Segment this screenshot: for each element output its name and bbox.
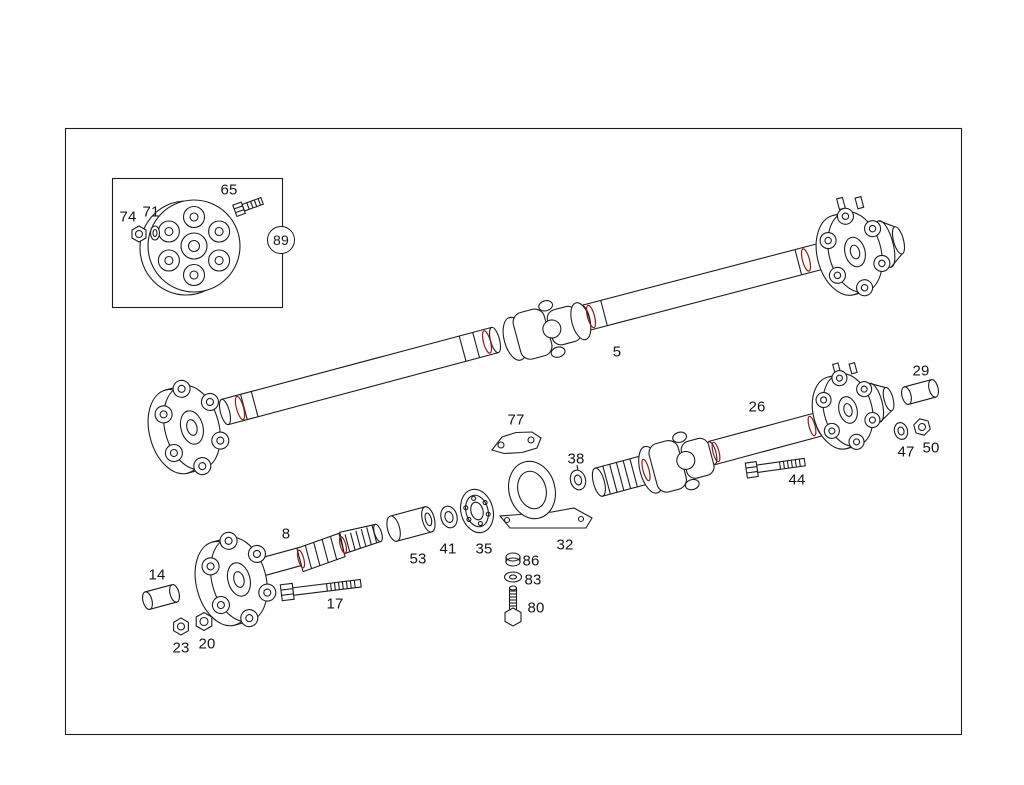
upper-left-flex-disc (147, 379, 230, 476)
upper-right-flange-disc (815, 195, 906, 297)
ring-38 (569, 464, 587, 491)
part-callout-29[interactable]: 29 (912, 362, 930, 380)
part-callout-5[interactable]: 5 (612, 343, 622, 361)
bolt-80 (504, 585, 522, 627)
nut-20 (195, 611, 213, 632)
part-callout-32[interactable]: 32 (556, 536, 574, 554)
part-callout-44[interactable]: 44 (788, 471, 806, 489)
upper-driveshaft (147, 195, 906, 476)
washer-71 (149, 225, 161, 241)
washer-41 (440, 505, 458, 529)
part-callout-47[interactable]: 47 (897, 443, 915, 461)
red-accent-marks (234, 248, 817, 569)
washer-47 (893, 422, 909, 440)
part-callout-74[interactable]: 74 (119, 208, 137, 226)
washer-83 (503, 571, 523, 583)
part-callout-71[interactable]: 71 (142, 203, 160, 221)
nut-50 (913, 418, 931, 436)
part-callout-23[interactable]: 23 (172, 639, 190, 657)
flex-disc-face-view (139, 199, 241, 296)
part-callout-83[interactable]: 83 (524, 571, 542, 589)
part-callout-17[interactable]: 17 (326, 595, 344, 613)
universal-joint-lower (638, 431, 715, 494)
part-callout-80[interactable]: 80 (527, 599, 545, 617)
part-callout-53[interactable]: 53 (409, 550, 427, 568)
part-callout-38[interactable]: 38 (567, 450, 585, 468)
bushing-53 (386, 506, 436, 542)
ring-86 (505, 552, 521, 567)
part-callout-86[interactable]: 86 (522, 552, 540, 570)
diagram-border (64, 127, 963, 736)
nut-74 (131, 225, 147, 243)
part-callout-50[interactable]: 50 (922, 439, 940, 457)
part-callout-20[interactable]: 20 (198, 635, 216, 653)
part-callout-8[interactable]: 8 (281, 525, 291, 543)
part-callout-65[interactable]: 65 (220, 181, 238, 199)
front-flex-disc (194, 531, 277, 628)
spacer-14 (141, 584, 181, 610)
lower-driveshaft-26 (591, 362, 895, 497)
ball-bearing-35 (459, 488, 495, 534)
universal-joint-5 (502, 300, 592, 361)
part-callout-77[interactable]: 77 (507, 411, 525, 429)
slip-boot (296, 532, 346, 573)
front-shaft-8 (194, 523, 383, 628)
bolt-17 (279, 578, 362, 602)
clamp-77 (491, 431, 542, 455)
part-callout-14[interactable]: 14 (148, 566, 166, 584)
part-callout-41[interactable]: 41 (439, 540, 457, 558)
part-callout-89[interactable]: 89 (267, 226, 295, 254)
bolt-65 (232, 196, 264, 218)
lower-right-flange-disc (811, 362, 895, 450)
part-callout-26[interactable]: 26 (748, 398, 766, 416)
spacer-29 (900, 379, 940, 405)
part-callout-35[interactable]: 35 (475, 540, 493, 558)
spline-stub (591, 455, 648, 497)
bearing-bracket-32 (498, 460, 593, 529)
nut-23 (173, 617, 189, 636)
bolt-44 (744, 457, 806, 479)
